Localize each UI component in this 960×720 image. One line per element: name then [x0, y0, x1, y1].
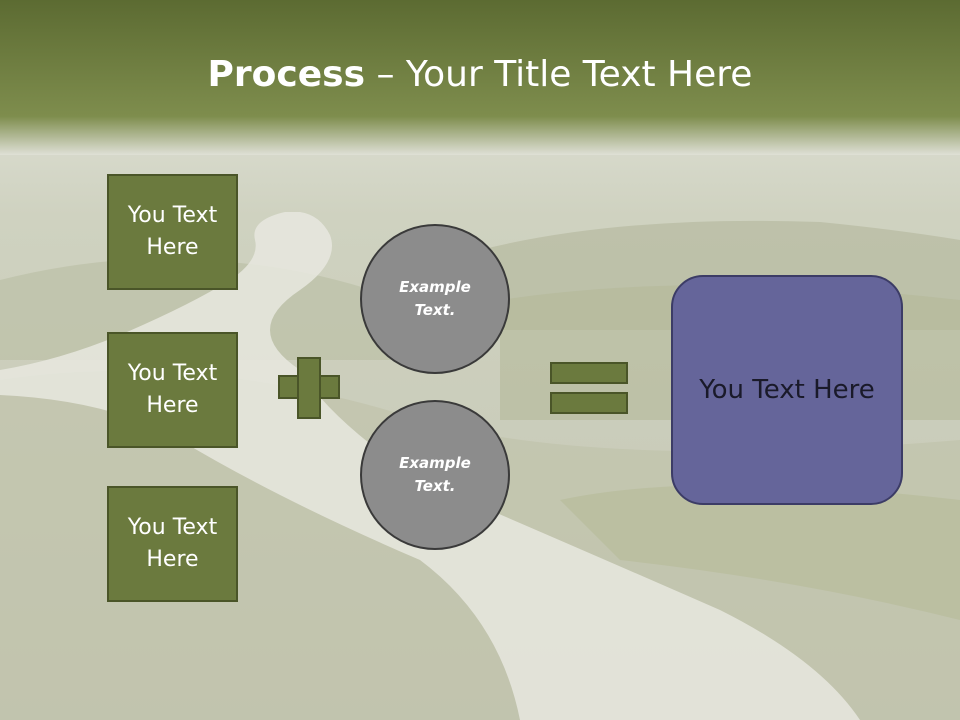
- left-box-3: You Text Here: [107, 486, 238, 602]
- title-rest: – Your Title Text Here: [365, 54, 753, 95]
- example-circle-1: Example Text.: [360, 224, 510, 374]
- left-box-1: You Text Here: [107, 174, 238, 290]
- slide-title: Process – Your Title Text Here: [0, 50, 960, 100]
- plus-center: [299, 377, 319, 397]
- title-bold: Process: [207, 54, 366, 95]
- example-circle-2: Example Text.: [360, 400, 510, 550]
- result-box: You Text Here: [671, 275, 903, 505]
- left-box-2: You Text Here: [107, 332, 238, 448]
- equals-top-bar: [550, 362, 628, 384]
- equals-bottom-bar: [550, 392, 628, 414]
